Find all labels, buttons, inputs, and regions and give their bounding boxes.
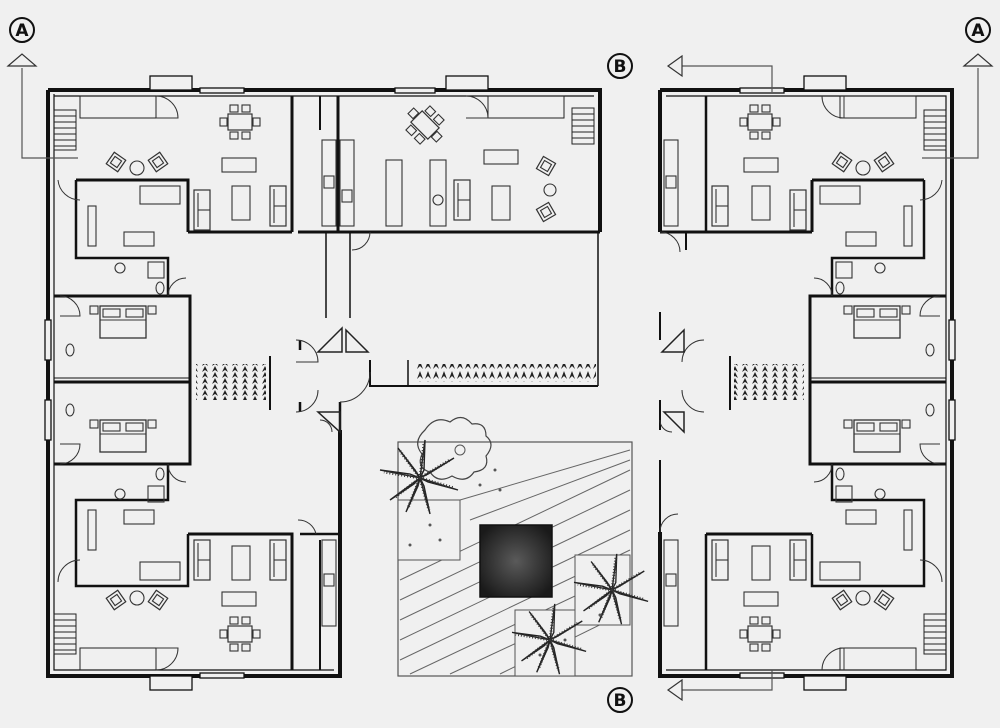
hedge (196, 364, 266, 400)
tree-canopy (417, 416, 492, 480)
walls (46, 88, 954, 678)
section-label-a: A (15, 21, 29, 41)
section-label-b: B (614, 691, 627, 711)
doors (57, 95, 943, 671)
section-label-a: A (971, 21, 985, 41)
hedge (734, 364, 804, 400)
courtyard-garden (378, 416, 650, 677)
entry-markers (316, 326, 685, 434)
section-marker-a-right: A (965, 17, 991, 43)
windows (44, 75, 956, 691)
section-marker-b-bottom: B (607, 687, 633, 713)
stairs (53, 95, 947, 671)
hedge (416, 364, 596, 382)
furniture (65, 98, 935, 652)
section-label-b: B (614, 57, 627, 77)
section-marker-b-top: B (607, 53, 633, 79)
section-marker-a-left: A (9, 17, 35, 43)
pool (479, 524, 553, 598)
section-arrows (6, 53, 994, 702)
grass-dots (408, 468, 602, 657)
section-lines (21, 65, 979, 691)
